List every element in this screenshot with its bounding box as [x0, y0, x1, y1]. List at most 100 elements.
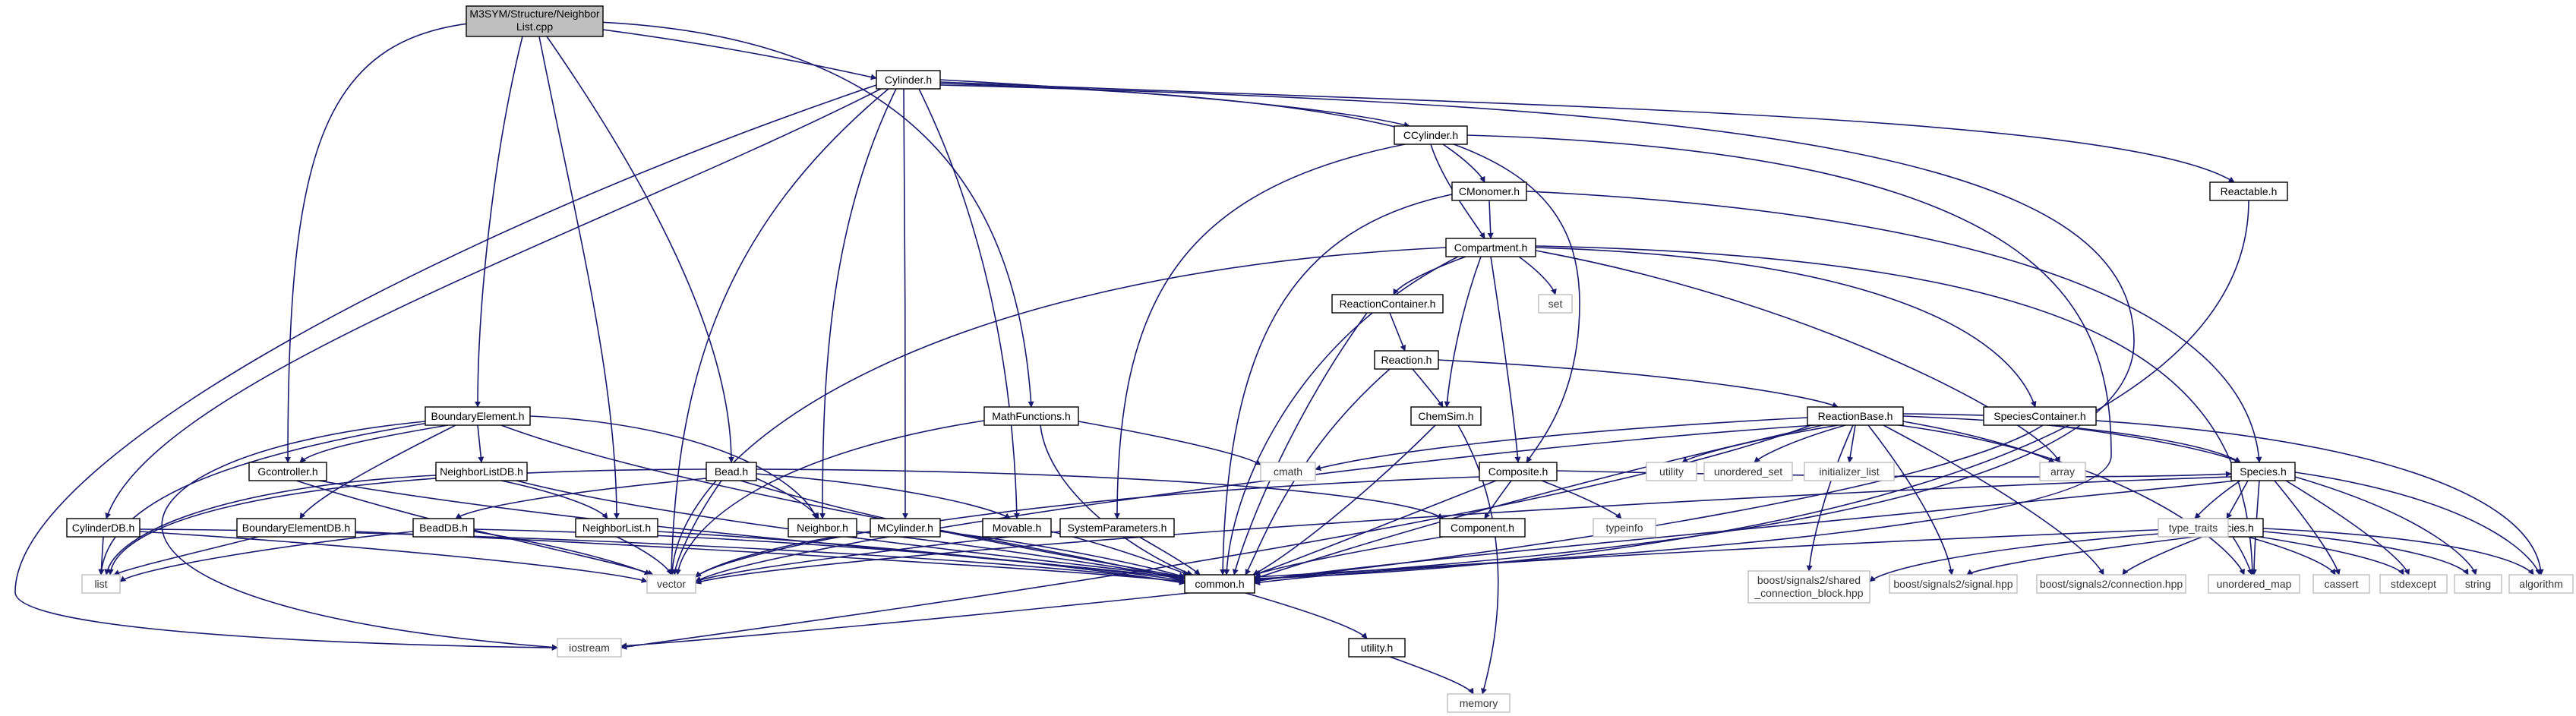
edge-line [139, 531, 648, 583]
node-label: Reaction.h [1381, 354, 1432, 366]
node-vector[interactable]: vector [646, 574, 696, 594]
edge-line [1393, 256, 1466, 295]
node-list[interactable]: list [81, 574, 121, 594]
node-gcontroller-h[interactable]: Gcontroller.h [248, 462, 327, 481]
edge-math-functions-common [1040, 424, 1193, 576]
edge-line [1220, 194, 1453, 576]
node-cylinder-h[interactable]: Cylinder.h [876, 70, 941, 90]
node-set[interactable]: set [1538, 294, 1573, 314]
edge-cmonomer-common [1220, 194, 1453, 576]
node-label: cassert [2324, 578, 2358, 590]
node-stdexcept[interactable]: stdexcept [2379, 574, 2448, 594]
edge-line [1490, 256, 1521, 463]
node-typeinfo[interactable]: typeinfo [1593, 518, 1656, 538]
node-utility[interactable]: utility [1646, 462, 1697, 481]
node-type-traits[interactable]: type_traits [2158, 518, 2229, 538]
edge-bead-component [756, 468, 1444, 519]
node-math-functions-h[interactable]: MathFunctions.h [983, 406, 1079, 426]
node-reaction-container-h[interactable]: ReactionContainer.h [1331, 294, 1444, 314]
node-label-line-1: boost/signals2/shared [1757, 574, 1861, 586]
edge-line [161, 421, 558, 651]
edge-line [1138, 536, 1201, 576]
edge-line [1442, 144, 1485, 183]
node-root-file[interactable]: M3SYM/Structure/Neighbor List.cpp [466, 5, 604, 37]
node-label: Compartment.h [1454, 241, 1527, 254]
edge-cylinder-db-vector [139, 531, 648, 583]
node-label: iostream [569, 642, 610, 654]
node-neighbor-h[interactable]: Neighbor.h [788, 518, 857, 538]
edge-line [620, 592, 1189, 649]
edge-ccylinder-system-parameters [1114, 144, 1406, 519]
node-system-parameters-h[interactable]: SystemParameters.h [1059, 518, 1175, 538]
node-composite-h[interactable]: Composite.h [1479, 462, 1558, 481]
edge-species-rspecies [2226, 480, 2249, 519]
node-reaction-base-h[interactable]: ReactionBase.h [1807, 406, 1904, 426]
edge-line [2122, 536, 2203, 576]
edge-line [299, 424, 449, 463]
edge-reaction-base-initializer-list [1847, 424, 1856, 463]
edge-rspecies-signal-hpp [1966, 536, 2196, 576]
node-unordered-set[interactable]: unordered_set [1703, 462, 1793, 481]
edge-reaction-common [1245, 368, 1391, 576]
node-reactable-h[interactable]: Reactable.h [2209, 181, 2288, 201]
node-boost-shared-connection-block[interactable]: boost/signals2/shared _connection_block.… [1747, 570, 1870, 604]
edge-bead-bead-db [455, 478, 707, 519]
node-cylinder-db-h[interactable]: CylinderDB.h [66, 518, 140, 538]
edge-line [2262, 528, 2534, 576]
node-unordered-map[interactable]: unordered_map [2208, 574, 2300, 594]
node-cassert[interactable]: cassert [2312, 574, 2370, 594]
edge-line [477, 424, 485, 463]
node-mcylinder-h[interactable]: MCylinder.h [870, 518, 941, 538]
node-species-container-h[interactable]: SpeciesContainer.h [1983, 406, 2097, 426]
node-cmath[interactable]: cmath [1260, 462, 1316, 481]
node-algorithm[interactable]: algorithm [2508, 574, 2574, 594]
node-label: common.h [1195, 578, 1244, 590]
node-iostream[interactable]: iostream [557, 638, 622, 658]
edge-line [939, 531, 1185, 579]
node-label: NeighborListDB.h [440, 465, 523, 478]
edge-root-gcontroller [285, 21, 494, 463]
node-common-h[interactable]: common.h [1184, 574, 1255, 594]
node-species-h[interactable]: Species.h [2230, 462, 2296, 481]
node-component-h[interactable]: Component.h [1439, 518, 1526, 538]
edge-line [939, 84, 2135, 583]
node-neighborlist-db-h[interactable]: NeighborListDB.h [435, 462, 528, 481]
edge-boundary-element-neighbor [529, 415, 818, 519]
edge-line [756, 478, 819, 519]
edge-line [1681, 424, 1839, 463]
edge-line [1245, 592, 1368, 639]
edge-line [2226, 480, 2249, 519]
node-string[interactable]: string [2454, 574, 2502, 594]
node-bead-db-h[interactable]: BeadDB.h [412, 518, 475, 538]
edge-line [546, 36, 734, 463]
edge-line [918, 88, 1020, 519]
edge-line [2251, 480, 2260, 576]
edge-cmonomer-species [1526, 191, 2262, 463]
edge-line [500, 480, 608, 519]
node-ccylinder-h[interactable]: CCylinder.h [1394, 125, 1468, 145]
edge-composite-common [1254, 480, 1497, 576]
node-boost-signal-hpp[interactable]: boost/signals2/signal.hpp [1889, 574, 2018, 594]
node-boundary-element-db-h[interactable]: BoundaryElementDB.h [236, 518, 356, 538]
node-label: ChemSim.h [1418, 410, 1473, 422]
node-utility-h[interactable]: utility.h [1348, 638, 1406, 658]
node-chemsim-h[interactable]: ChemSim.h [1410, 406, 1482, 426]
edge-line [1883, 424, 2104, 576]
node-movable-h[interactable]: Movable.h [982, 518, 1052, 538]
node-neighborlist-h[interactable]: NeighborList.h [575, 518, 658, 538]
edge-system-parameters-common [1138, 536, 1201, 576]
node-initializer-list[interactable]: initializer_list [1804, 462, 1895, 481]
edge-line [1806, 424, 1854, 572]
node-boost-connection-hpp[interactable]: boost/signals2/connection.hpp [2036, 574, 2186, 594]
edge-cylinder-iostream [14, 84, 877, 651]
node-array[interactable]: array [2039, 462, 2086, 481]
node-compartment-h[interactable]: Compartment.h [1445, 238, 1536, 257]
node-bead-h[interactable]: Bead.h [706, 462, 757, 481]
node-cmonomer-h[interactable]: CMonomer.h [1451, 181, 1527, 201]
edge-neighborlist-db-neighborlist [500, 480, 608, 519]
node-reaction-h[interactable]: Reaction.h [1374, 350, 1439, 370]
node-memory[interactable]: memory [1447, 693, 1511, 713]
edge-line [756, 468, 1444, 519]
edge-species-common [1254, 480, 2237, 584]
node-boundary-element-h[interactable]: BoundaryElement.h [425, 406, 531, 426]
